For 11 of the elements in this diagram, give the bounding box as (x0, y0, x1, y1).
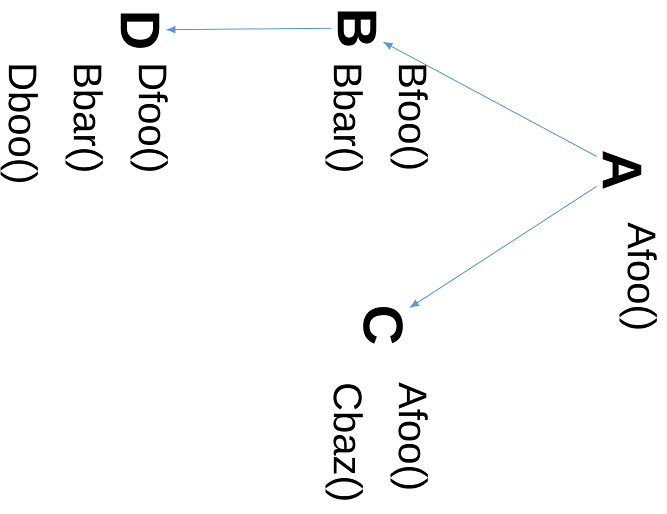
arrow (410, 186, 598, 308)
class-name: C (363, 307, 403, 344)
class-name: A (602, 151, 642, 189)
method-list: Afoo() (620, 222, 657, 329)
class-name: B (338, 12, 376, 46)
method-list: Dfoo() Bbar() Dboo() (0, 65, 168, 182)
class-name: D (120, 14, 160, 48)
arrow (384, 42, 598, 157)
method-list: Afoo() Cbaz() (326, 382, 428, 500)
arrow (166, 26, 332, 34)
method-list: Bfoo() Bbar() (326, 65, 428, 171)
